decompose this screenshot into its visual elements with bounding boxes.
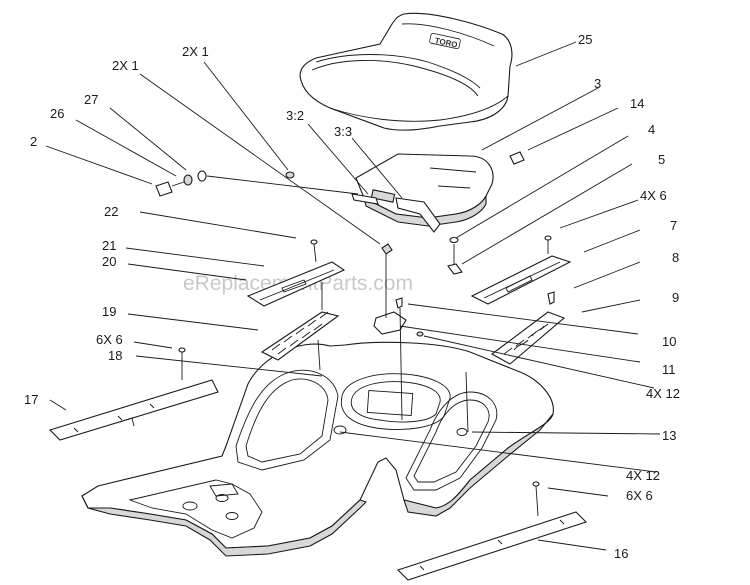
callout-3: 3 <box>594 76 601 91</box>
callout-27: 27 <box>84 92 98 107</box>
callout-3-3: 3:3 <box>334 124 352 139</box>
callout-26: 26 <box>50 106 64 121</box>
callout-2: 2 <box>30 134 37 149</box>
callout-2x1-a: 2X 1 <box>182 44 209 59</box>
seat-plate <box>351 153 494 233</box>
callout-6x6-a: 6X 6 <box>96 332 123 347</box>
callout-4: 4 <box>648 122 655 137</box>
callout-19: 19 <box>102 304 116 319</box>
seat-logo-plate <box>429 32 461 50</box>
callout-6x6-b: 6X 6 <box>626 488 653 503</box>
fender-deck <box>81 341 554 557</box>
callout-25: 25 <box>578 32 592 47</box>
callout-11: 11 <box>662 362 676 377</box>
left-side-panel <box>48 379 219 441</box>
callout-22: 22 <box>104 204 118 219</box>
callout-labels: 25 3 14 2X 1 2X 1 27 26 2 3:2 3:3 4 5 4X… <box>24 32 680 561</box>
callout-3-2: 3:2 <box>286 108 304 123</box>
left-tread-strip <box>260 311 340 361</box>
callout-17: 17 <box>24 392 38 407</box>
callout-13: 13 <box>662 428 676 443</box>
callout-16: 16 <box>614 546 628 561</box>
callout-9: 9 <box>672 290 679 305</box>
callout-8: 8 <box>672 250 679 265</box>
callout-5: 5 <box>658 152 665 167</box>
leader-lines <box>45 41 661 551</box>
callout-4x6: 4X 6 <box>640 188 667 203</box>
right-footrest-plate <box>470 255 572 305</box>
callout-2x1-b: 2X 1 <box>112 58 139 73</box>
callout-14: 14 <box>630 96 644 111</box>
callout-4x12-a: 4X 12 <box>646 386 680 401</box>
right-side-panel <box>396 511 588 581</box>
right-tread-strip <box>490 311 566 365</box>
callout-7: 7 <box>670 218 677 233</box>
callout-18: 18 <box>108 348 122 363</box>
callout-21: 21 <box>102 238 116 253</box>
hardware <box>155 151 555 517</box>
seat: TORO <box>299 12 513 131</box>
left-footrest-plate <box>246 261 346 307</box>
callout-4x12-b: 4X 12 <box>626 468 660 483</box>
callout-10: 10 <box>662 334 676 349</box>
callout-20: 20 <box>102 254 116 269</box>
